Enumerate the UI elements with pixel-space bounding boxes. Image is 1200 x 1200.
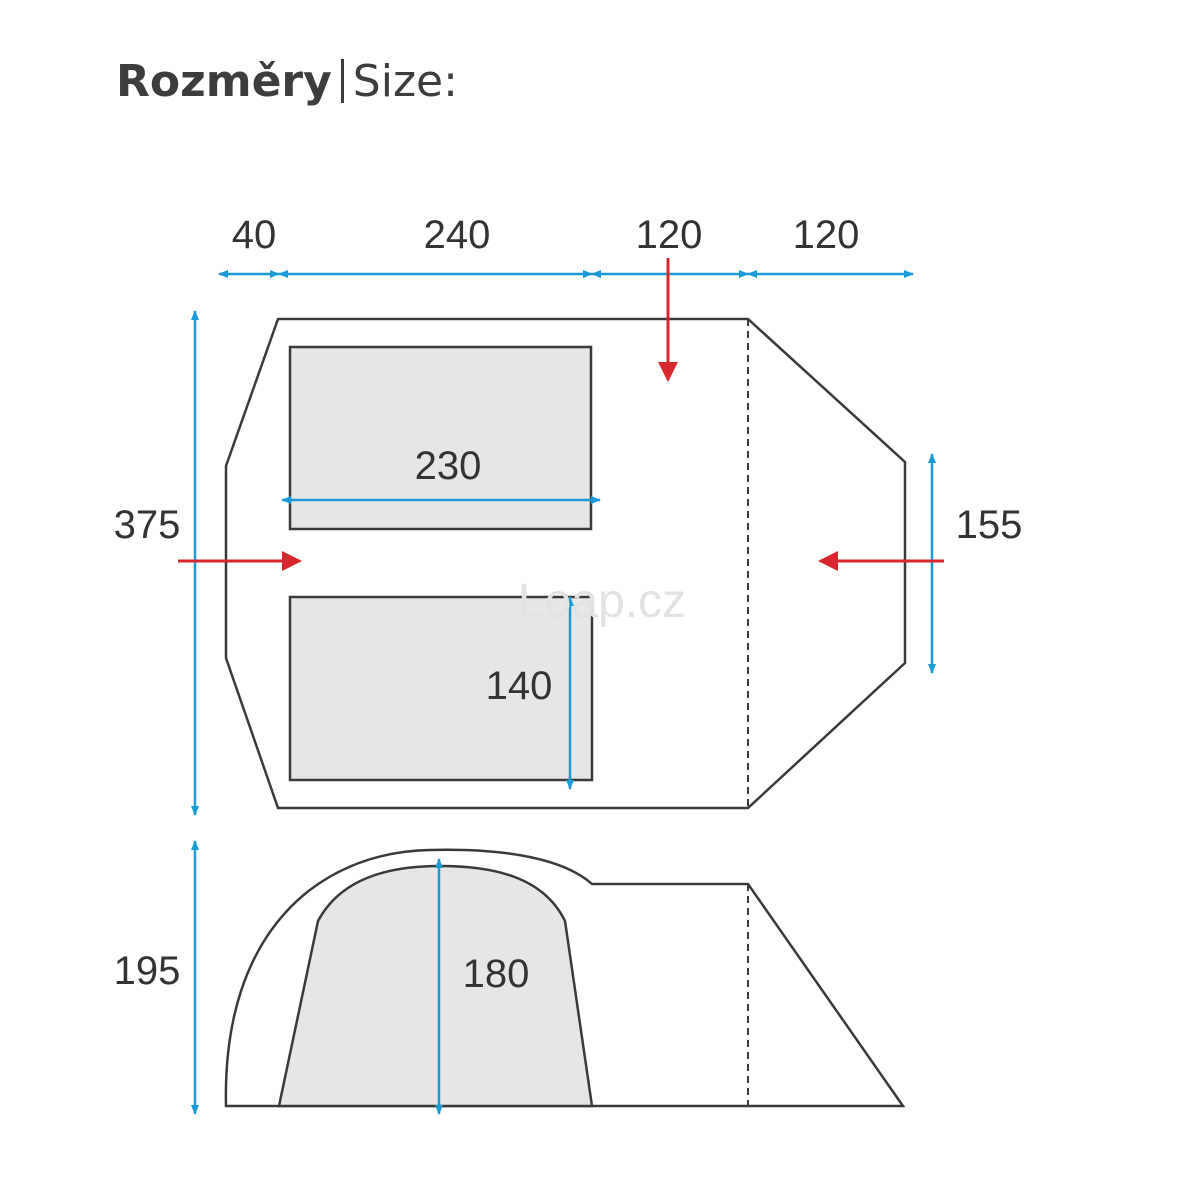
watermark-text: Loap.cz bbox=[518, 575, 686, 628]
dim-label-height-195: 195 bbox=[114, 949, 181, 993]
title-separator bbox=[340, 59, 344, 103]
dim-label-height-180: 180 bbox=[463, 952, 530, 996]
dim-label-length-375: 375 bbox=[114, 503, 181, 547]
floor-plan bbox=[224, 317, 907, 810]
entrance-arrows bbox=[178, 258, 944, 571]
dim-label-room-140: 140 bbox=[486, 664, 553, 708]
dim-label-top-120-a: 120 bbox=[636, 213, 703, 257]
dimension-lines bbox=[191, 270, 936, 1115]
side-view bbox=[224, 848, 906, 1108]
dim-label-room-230: 230 bbox=[415, 444, 482, 488]
bedroom-lower bbox=[288, 595, 594, 782]
page-title: Rozměry Size: bbox=[116, 52, 458, 112]
dim-label-top-120-b: 120 bbox=[793, 213, 860, 257]
dim-label-width-155: 155 bbox=[956, 503, 1023, 547]
dim-label-top-40: 40 bbox=[232, 213, 277, 257]
bedroom-upper bbox=[288, 345, 593, 531]
title-english: Size: bbox=[352, 56, 458, 107]
dim-label-top-240: 240 bbox=[424, 213, 491, 257]
title-czech: Rozměry bbox=[116, 56, 332, 107]
dimension-labels: 40 240 120 120 375 155 230 140 195 180 bbox=[114, 213, 1023, 996]
